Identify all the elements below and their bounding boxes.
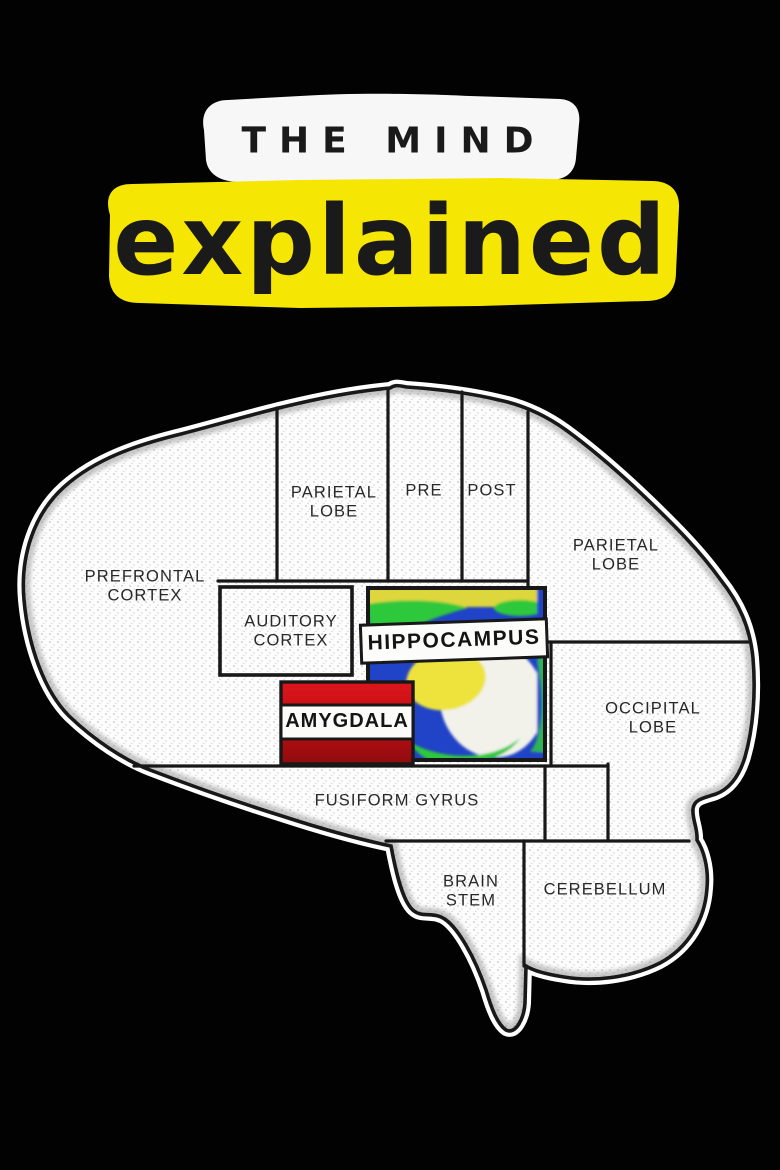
label-brain-stem: BRAIN STEM [443, 872, 499, 910]
auditory-cortex-box [218, 585, 354, 677]
label-postcentral: POST [467, 481, 517, 500]
label-cerebellum: CEREBELLUM [543, 880, 667, 899]
label-amygdala: AMYGDALA [285, 710, 409, 733]
title-strip-yellow [108, 178, 680, 308]
label-occipital-lobe: OCCIPITAL LOBE [605, 699, 701, 737]
label-parietal-lobe-left: PARIETAL LOBE [290, 483, 378, 521]
label-prefrontal-cortex: PREFRONTAL CORTEX [84, 567, 206, 605]
label-auditory-cortex: AUDITORY CORTEX [244, 612, 338, 650]
hippocampus-banner [358, 617, 550, 665]
amygdala-box [279, 680, 415, 766]
label-parietal-lobe-right: PARIETAL LOBE [572, 536, 660, 574]
title-line-1: THE MIND [241, 120, 547, 162]
label-fusiform-gyrus: FUSIFORM GYRUS [314, 791, 480, 810]
title-line-2: explained [113, 185, 669, 297]
label-precentral: PRE [405, 481, 443, 500]
title-strip-white [203, 93, 580, 185]
